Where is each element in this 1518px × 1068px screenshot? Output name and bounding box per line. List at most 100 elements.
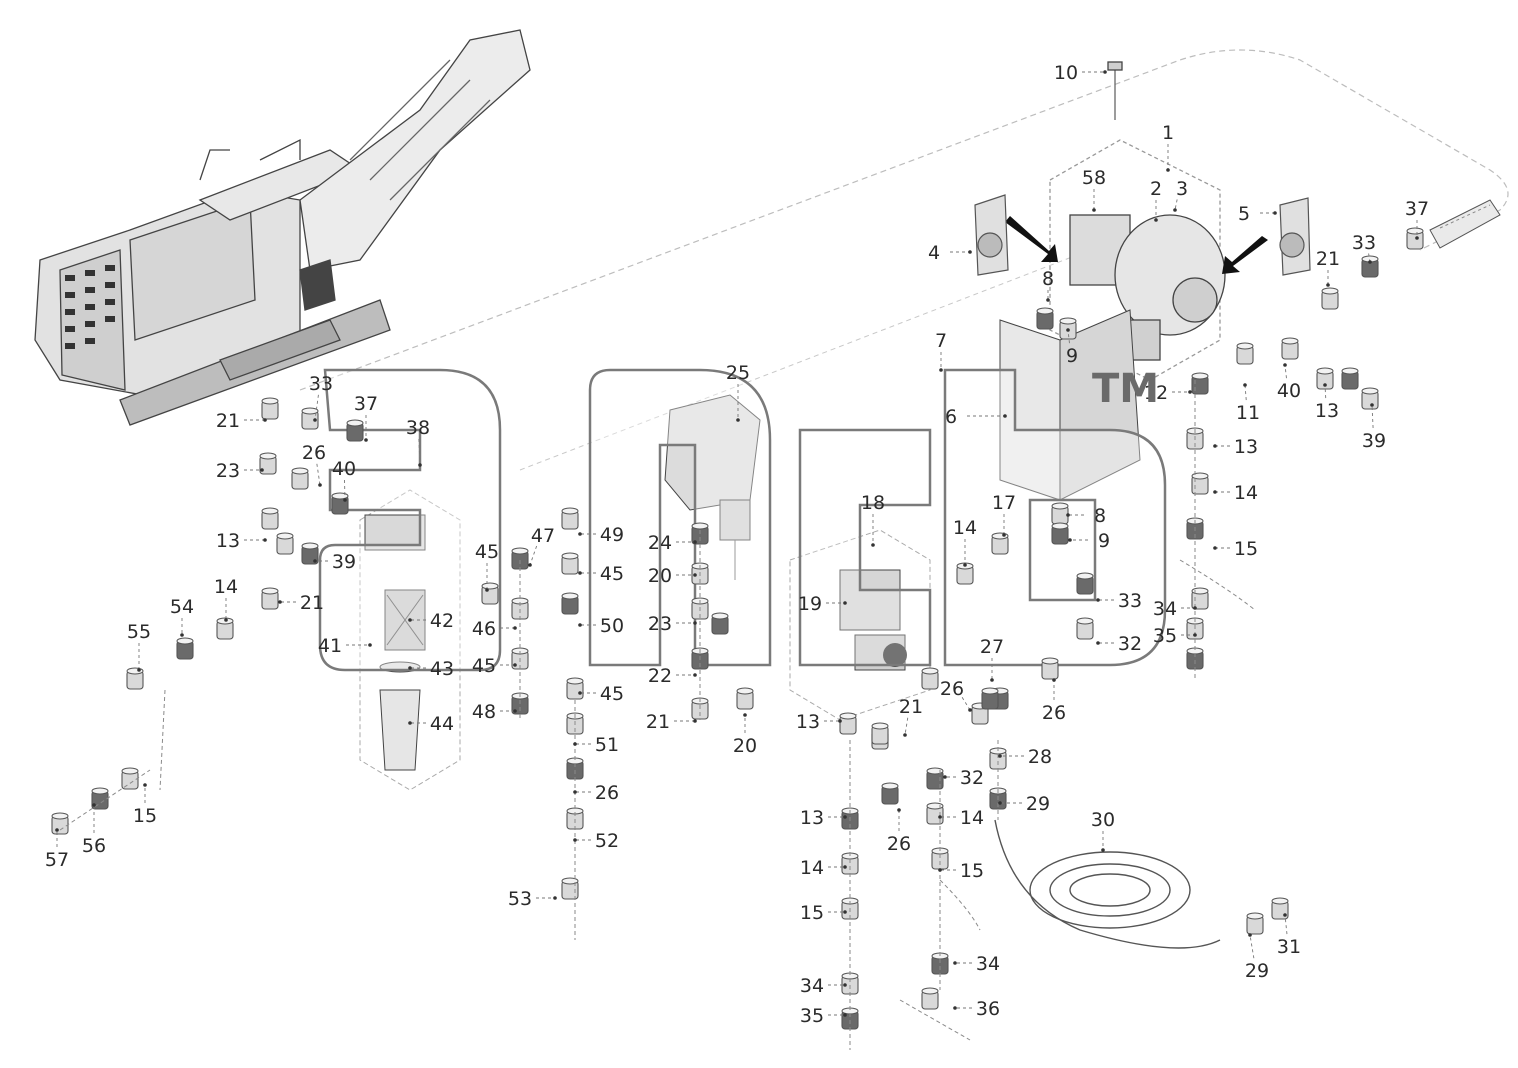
part-number-label: 44 — [430, 713, 454, 735]
leader-dot — [408, 721, 412, 725]
leader-dot — [485, 588, 489, 592]
part-number-label: 43 — [430, 658, 454, 680]
fitting-part — [839, 712, 857, 735]
leader-dot — [938, 868, 942, 872]
leader-dot — [1066, 328, 1070, 332]
fitting-part — [931, 952, 949, 975]
fitting-part — [1076, 572, 1094, 595]
part-number-label: 29 — [1245, 960, 1269, 982]
leader-dot — [1368, 260, 1372, 264]
fitting-part — [261, 397, 279, 420]
part-number-label: 32 — [1118, 633, 1142, 655]
leader-dot — [318, 483, 322, 487]
part-number-label: 15 — [960, 860, 984, 882]
part-number-label: 15 — [133, 805, 157, 827]
leader-dot — [573, 790, 577, 794]
part-number-label: 7 — [935, 330, 947, 352]
leader-dot — [55, 828, 59, 832]
leader-line — [1067, 329, 1070, 344]
part-number-label: 12 — [1144, 382, 1168, 404]
leader-dot — [1243, 383, 1247, 387]
fitting-part — [561, 592, 579, 615]
fitting-part — [841, 852, 859, 875]
part-number-label: 14 — [960, 807, 984, 829]
hose-37 — [1429, 199, 1501, 249]
part-number-label: 51 — [595, 734, 619, 756]
part-number-label: 34 — [800, 975, 824, 997]
fitting-part — [736, 687, 754, 710]
leader-dot — [180, 633, 184, 637]
fitting-part — [561, 507, 579, 530]
part-number-label: 2 — [1150, 178, 1162, 200]
direction-arrows — [1005, 216, 1268, 274]
leader-dot — [843, 865, 847, 869]
leader-dot — [553, 896, 557, 900]
leader-dot — [897, 808, 901, 812]
fitting-part — [346, 419, 364, 442]
fitting-part — [261, 507, 279, 530]
part-number-label: 33 — [1352, 232, 1376, 254]
part-number-label: 21 — [1316, 248, 1340, 270]
leader-dot — [263, 538, 267, 542]
part-number-label: 49 — [600, 524, 624, 546]
part-number-label: 23 — [216, 460, 240, 482]
part-number-label: 48 — [472, 701, 496, 723]
part-number-label: 29 — [1026, 793, 1050, 815]
part-number-label: 47 — [531, 525, 555, 547]
fitting-part — [176, 637, 194, 660]
fitting-part — [931, 847, 949, 870]
leader-dot — [573, 838, 577, 842]
part-number-label: 13 — [800, 807, 824, 829]
part-number-label: 28 — [1028, 746, 1052, 768]
leader-dot — [143, 783, 147, 787]
leader-dot — [137, 668, 141, 672]
fitting-part — [1236, 342, 1254, 365]
hose-coil — [994, 819, 1221, 949]
leader-dot — [953, 961, 957, 965]
leader-line — [904, 717, 909, 736]
leader-dot — [1283, 913, 1287, 917]
part-number-label: 13 — [1315, 400, 1339, 422]
leader-line — [1249, 934, 1255, 959]
leader-dot — [364, 438, 368, 442]
leader-dot — [990, 678, 994, 682]
fitting-part — [926, 767, 944, 790]
fitting-part — [1191, 472, 1209, 495]
part-number-label: 30 — [1091, 809, 1115, 831]
leader-dot — [953, 1006, 957, 1010]
leader-dot — [838, 719, 842, 723]
leader-dot — [513, 663, 517, 667]
part-number-label: 40 — [332, 458, 356, 480]
part-number-label: 21 — [300, 592, 324, 614]
pressure-regulator — [664, 394, 761, 580]
leader-dot — [92, 803, 96, 807]
leader-dot — [1193, 606, 1197, 610]
part-number-label: 27 — [980, 636, 1004, 658]
fitting-part — [1406, 227, 1424, 250]
leader-dot — [843, 601, 847, 605]
part-number-label: 39 — [332, 551, 356, 573]
leader-dot — [1283, 363, 1287, 367]
part-number-label: 35 — [1153, 625, 1177, 647]
leader-dot — [368, 643, 372, 647]
part-number-label: 33 — [309, 373, 333, 395]
part-number-label: 50 — [600, 615, 624, 637]
leader-dot — [939, 368, 943, 372]
leader-dot — [843, 1013, 847, 1017]
fitting-part — [1191, 587, 1209, 610]
part-number-label: 20 — [733, 735, 757, 757]
fittings-layer — [51, 227, 1424, 1050]
fitting-part — [566, 807, 584, 830]
leader-line — [529, 545, 538, 566]
part-number-label: 19 — [798, 593, 822, 615]
leader-dot — [224, 618, 228, 622]
leader-dot — [408, 618, 412, 622]
part-number-label: 14 — [953, 517, 977, 539]
part-number-label: 45 — [600, 683, 624, 705]
fitting-part — [1186, 647, 1204, 670]
part-number-label: 54 — [170, 596, 194, 618]
part-number-label: 37 — [354, 393, 378, 415]
part-number-label: 26 — [302, 442, 326, 464]
part-number-label: 38 — [406, 417, 430, 439]
